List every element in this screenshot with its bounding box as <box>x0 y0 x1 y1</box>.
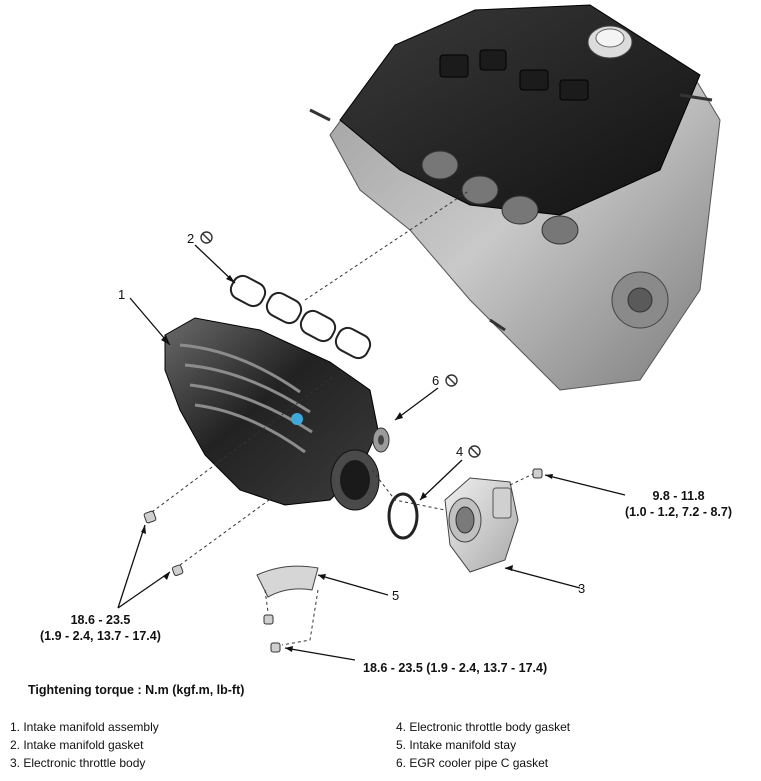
legend-item: 5. Intake manifold stay <box>396 738 517 752</box>
legend-item: 1. Intake manifold assembly <box>10 720 159 734</box>
legend-item: 4. Electronic throttle body gasket <box>396 720 571 734</box>
leader-lines <box>117 244 626 661</box>
throttle-body-gasket <box>387 492 419 540</box>
torque-throttle-line1: 9.8 - 11.8 <box>652 489 705 503</box>
torque-stay-line1: 18.6 - 23.5 (1.9 - 2.4, 13.7 - 17.4) <box>363 661 548 675</box>
callout-5: 5 <box>392 588 400 603</box>
manifold-stay <box>256 565 319 598</box>
legend-item: 3. Electronic throttle body <box>10 756 146 770</box>
engine-block <box>309 4 721 391</box>
torque-stay: 18.6 - 23.5 (1.9 - 2.4, 13.7 - 17.4) <box>363 660 547 676</box>
legend-right: 4. Electronic throttle body gasket 5. In… <box>396 718 570 772</box>
callout-6: 6 <box>432 373 440 388</box>
intake-manifold <box>164 317 390 511</box>
callout-1: 1 <box>118 287 126 302</box>
callout-2: 2 <box>187 231 195 246</box>
callout-4: 4 <box>456 444 464 459</box>
alignment-lines <box>151 189 534 646</box>
torque-manifold-line1: 18.6 - 23.5 <box>70 613 131 627</box>
do-not-reuse-icon <box>445 374 458 387</box>
torque-throttle-line2: (1.0 - 1.2, 7.2 - 8.7) <box>625 505 732 519</box>
bolts <box>143 468 543 653</box>
torque-throttle-body: 9.8 - 11.8 (1.0 - 1.2, 7.2 - 8.7) <box>625 488 732 520</box>
torque-manifold-line2: (1.9 - 2.4, 13.7 - 17.4) <box>40 629 161 643</box>
legend-item: 6. EGR cooler pipe C gasket <box>396 756 549 770</box>
legend-item: 2. Intake manifold gasket <box>10 738 144 752</box>
torque-units-caption: Tightening torque : N.m (kgf.m, lb-ft) <box>28 683 245 697</box>
leader-arrowheads <box>141 275 553 652</box>
legend-left: 1. Intake manifold assembly 2. Intake ma… <box>10 718 159 772</box>
torque-manifold: 18.6 - 23.5 (1.9 - 2.4, 13.7 - 17.4) <box>40 612 161 644</box>
do-not-reuse-icon <box>468 445 481 458</box>
throttle-body <box>444 477 519 573</box>
do-not-reuse-icon <box>200 231 213 244</box>
intake-manifold-gasket <box>229 274 372 360</box>
callout-3: 3 <box>578 581 586 596</box>
